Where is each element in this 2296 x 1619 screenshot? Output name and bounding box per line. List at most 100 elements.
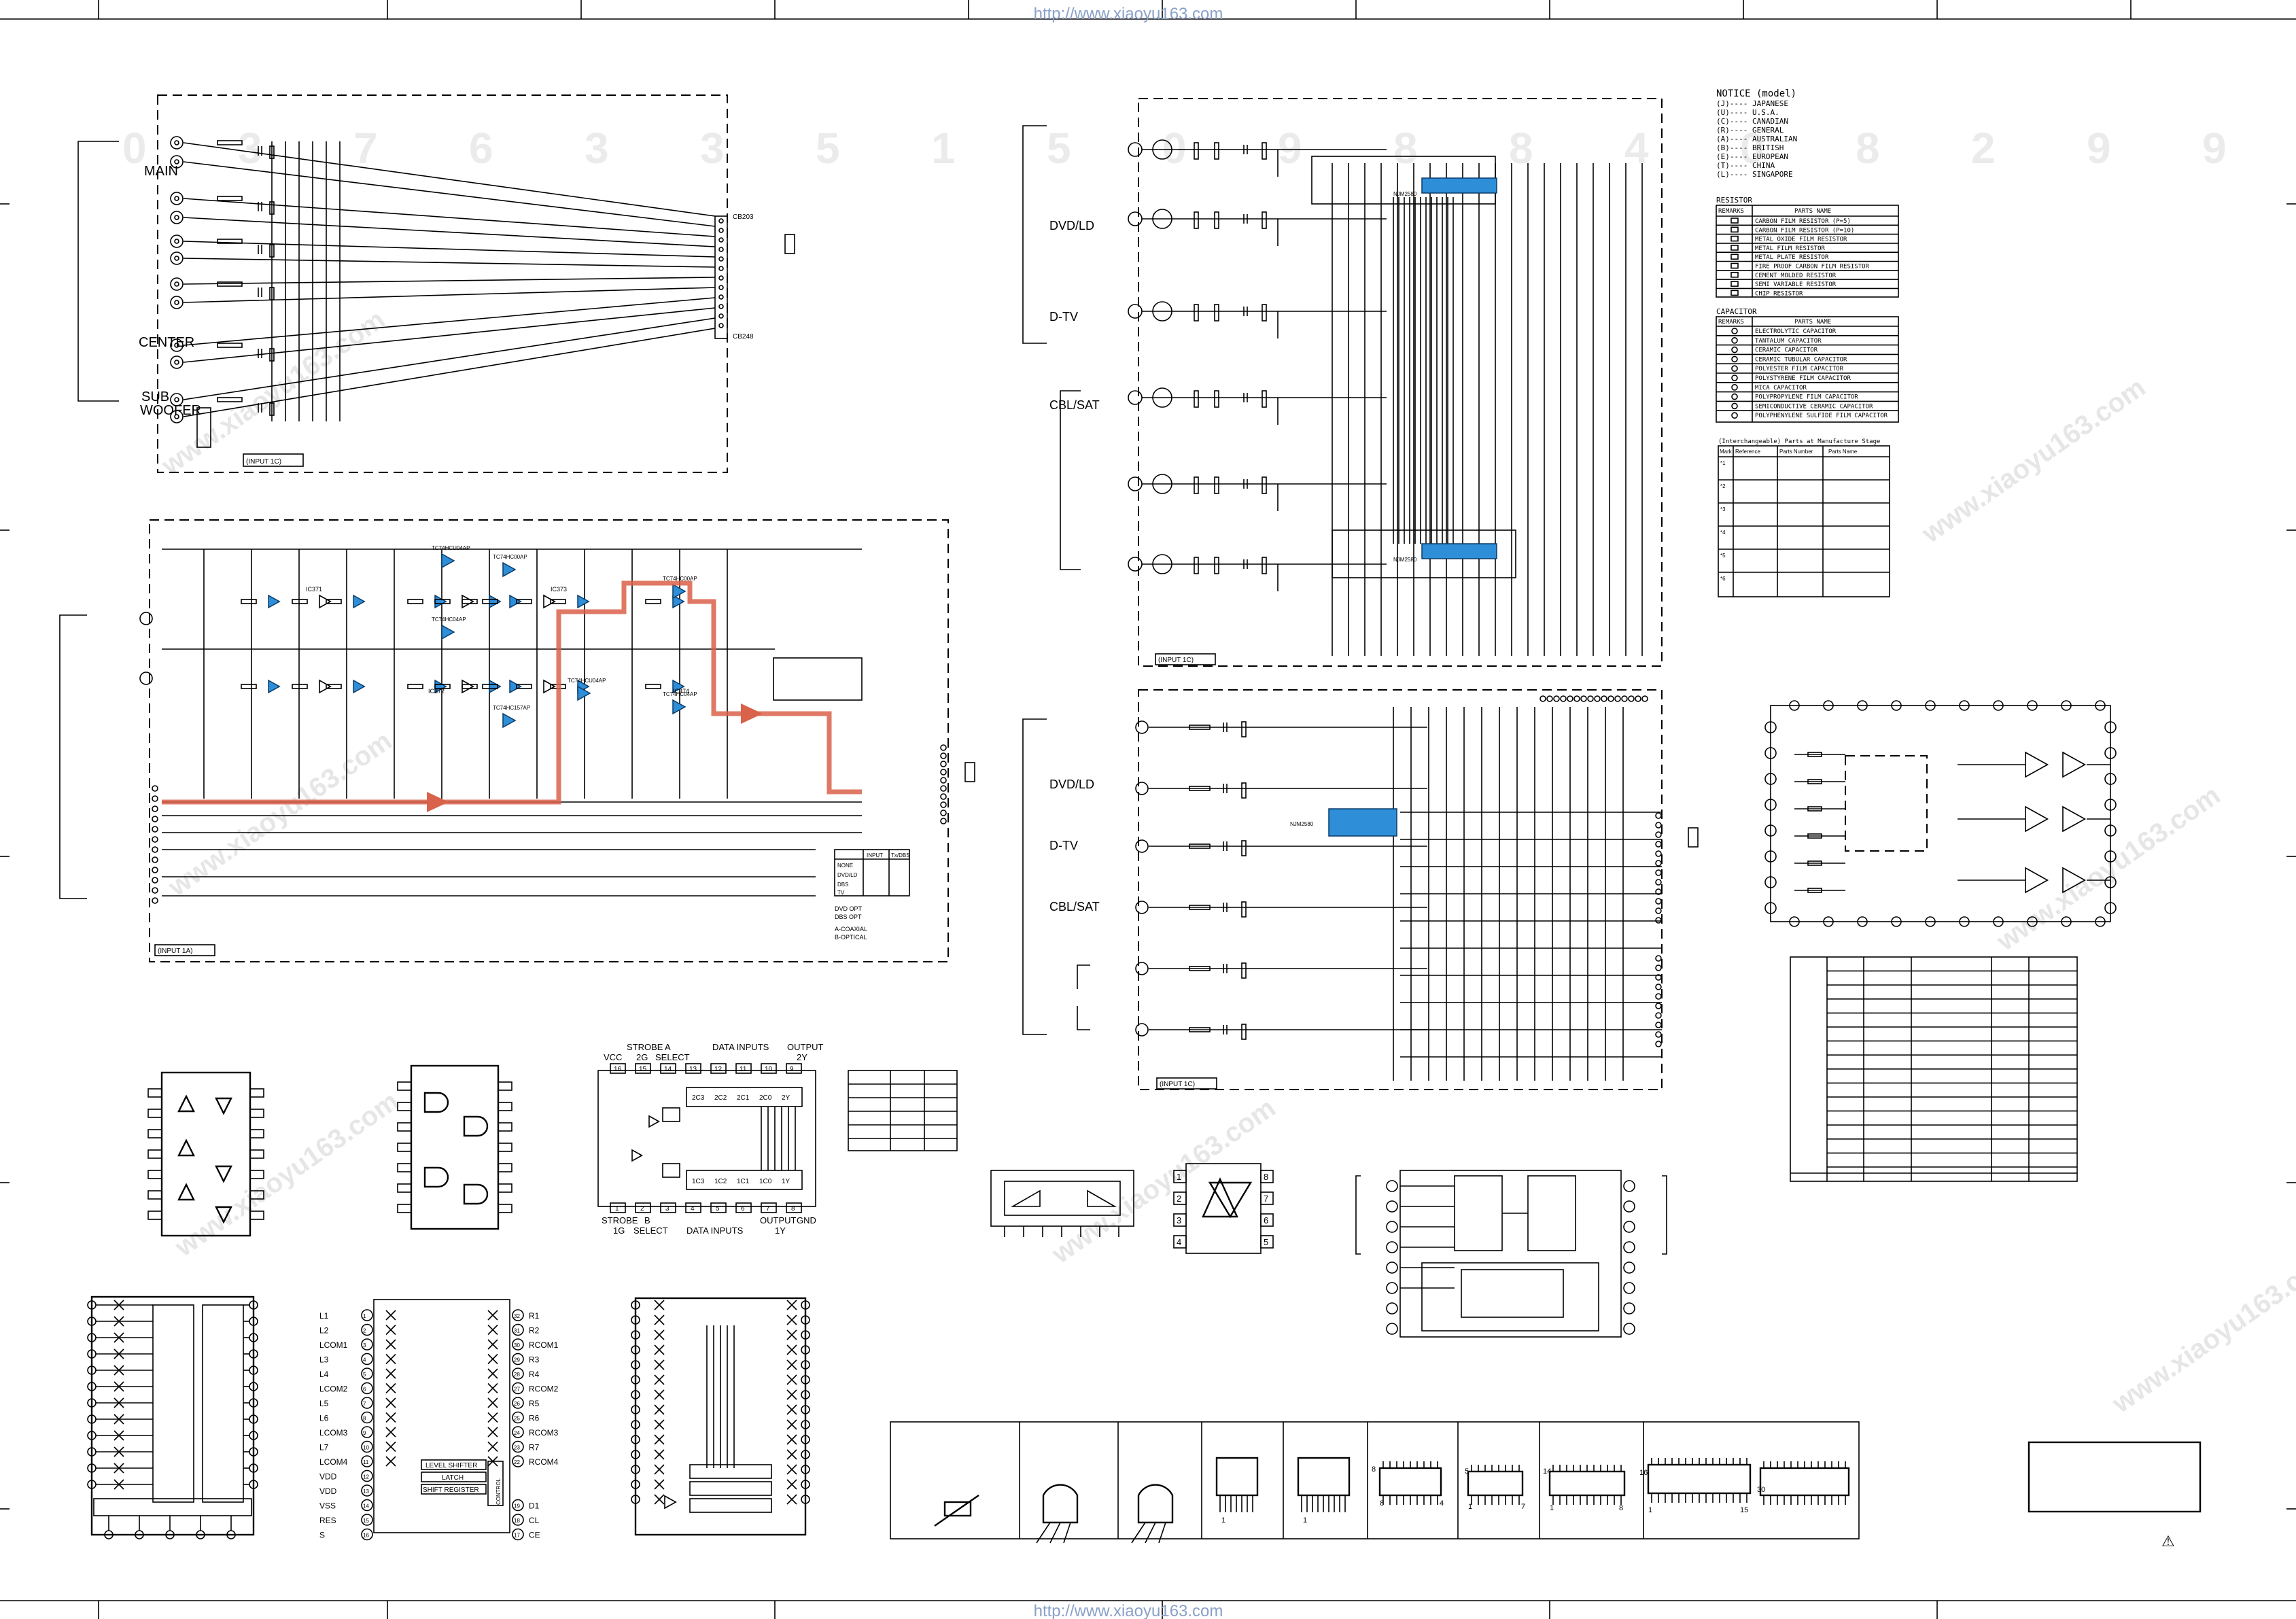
ic-pin — [801, 1435, 810, 1444]
wire — [1131, 1522, 1146, 1544]
connector-pin — [1655, 812, 1662, 819]
ic-label: TC74HC00AP — [493, 554, 527, 560]
switch-cross — [114, 1381, 124, 1392]
ic157-top-a: A — [665, 1042, 671, 1052]
dip-pin — [498, 1102, 512, 1111]
connector-pin — [1546, 695, 1553, 702]
resistor — [1189, 725, 1211, 730]
connector-pin — [1607, 695, 1614, 702]
mode-row: TV — [837, 890, 845, 896]
inverter-gate — [215, 1165, 232, 1183]
ic157-top-data: DATA INPUTS — [712, 1042, 769, 1052]
resistor — [1214, 304, 1219, 321]
connector-pin — [718, 237, 724, 243]
resistor-type: FIRE PROOF CARBON FILM RESISTOR — [1755, 264, 1870, 271]
connector-pin — [152, 867, 158, 873]
resistor — [1189, 843, 1211, 849]
connector-pin — [718, 313, 724, 319]
ic-74157-diagram: STROBE A DATA INPUTS OUTPUT VCC 2G SELEC… — [597, 1042, 824, 1236]
watermark-diag-text: www.xiaoyu163.com — [2106, 1242, 2296, 1419]
pin-number: 26 — [514, 1401, 520, 1407]
box — [689, 1481, 772, 1496]
ic-pin — [1386, 1323, 1398, 1335]
connector-pin — [1655, 879, 1662, 886]
watermark-digit: 3 — [585, 124, 609, 173]
pin-name: 2C1 — [737, 1094, 750, 1102]
connector-pin — [1655, 860, 1662, 867]
buffer-gate — [462, 594, 474, 609]
dip-pin — [397, 1204, 412, 1213]
ic-label: TC74HC157AP — [493, 705, 530, 711]
pin-label: 30 — [1757, 1486, 1765, 1494]
pin-number: 4 — [691, 1205, 695, 1213]
ic-pin — [361, 1514, 373, 1526]
buffer-gate — [2025, 751, 2049, 778]
box — [761, 1202, 777, 1213]
ic157-top-strobe: STROBE — [627, 1042, 663, 1052]
wire — [1049, 1522, 1061, 1544]
board-label-signal: (INPUT 1A) — [158, 947, 193, 955]
rca-jack — [170, 155, 184, 169]
ic-shift-register — [631, 1297, 810, 1536]
pin-number: 8 — [363, 1416, 366, 1422]
buffer-gate — [509, 679, 522, 694]
diode-body — [943, 1501, 972, 1517]
ic-pin — [801, 1495, 810, 1504]
wire — [183, 217, 716, 247]
resistor — [217, 281, 243, 287]
resistor — [1189, 966, 1211, 971]
switch-cross — [385, 1456, 396, 1467]
resistor — [1241, 901, 1247, 918]
buffer-gate — [2025, 805, 2049, 833]
small-blank-table — [848, 1070, 958, 1151]
buffer-gate — [441, 624, 455, 640]
ic157-bottom-data: DATA INPUTS — [686, 1225, 744, 1236]
video-bottom-circuit — [1135, 707, 1662, 1081]
node — [139, 672, 153, 685]
ic-pin — [512, 1440, 524, 1453]
watermark-digit: 0 — [1162, 124, 1187, 173]
ic-pin — [2027, 916, 2038, 927]
watermark-url-top: http://www.xiaoyu163.com — [1034, 5, 1223, 23]
wire — [183, 277, 716, 285]
ic-pin — [631, 1390, 640, 1399]
capacitor-type: POLYPROPYLENE FILM CAPACITOR — [1755, 394, 1858, 401]
ic-power-amp-block — [1355, 1170, 1667, 1338]
ic-pin — [1764, 902, 1777, 914]
ic-pin — [801, 1300, 810, 1310]
diode-lead — [934, 1495, 979, 1527]
box — [662, 1107, 680, 1122]
buffer-gate — [631, 1149, 644, 1162]
ic-pin — [1891, 916, 1902, 927]
symbol — [1730, 235, 1739, 242]
rca-jack — [170, 251, 184, 265]
resistor — [407, 684, 423, 689]
wire — [183, 328, 716, 417]
dip-pin — [147, 1149, 162, 1159]
connector-pin — [152, 856, 158, 863]
pin-number: 2 — [363, 1328, 366, 1334]
connector-pin — [1573, 695, 1580, 702]
connector-pin — [1655, 1003, 1662, 1009]
pin-number: 16 — [614, 1066, 622, 1073]
dip-pin — [397, 1183, 412, 1193]
connector-pin — [1655, 869, 1662, 876]
board-label-video-top: (INPUT 1C) — [1158, 657, 1194, 664]
inverter-gate — [177, 1094, 195, 1113]
switch-cross — [114, 1397, 124, 1408]
switch-cross — [114, 1463, 124, 1474]
buffer-gate — [353, 679, 366, 694]
pin-number: 22 — [514, 1459, 520, 1465]
switch-cross — [786, 1419, 797, 1430]
connector-pin — [152, 877, 158, 884]
resistor — [462, 684, 478, 689]
resistor — [292, 684, 308, 689]
switch-cross — [385, 1412, 396, 1423]
pin-number: 10 — [765, 1066, 773, 1073]
label-d-tv: D-TV — [1049, 839, 1078, 852]
wire — [183, 161, 716, 227]
resistor — [1262, 557, 1267, 574]
video-jack — [1135, 720, 1149, 734]
pin-number: 2 — [640, 1205, 644, 1213]
